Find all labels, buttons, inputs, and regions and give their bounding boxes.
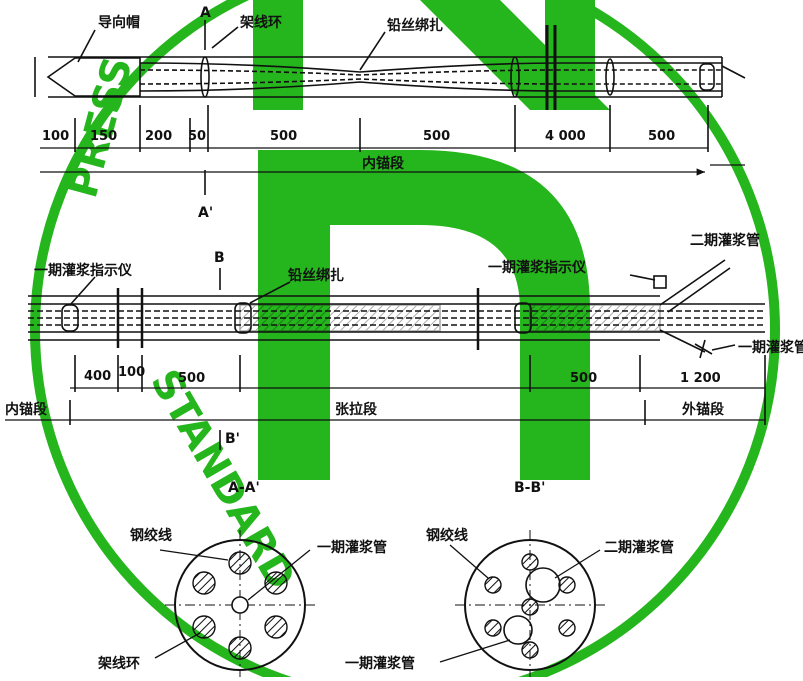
top-view xyxy=(34,20,746,195)
strand-bb-3 xyxy=(558,576,576,594)
strand-aa-1 xyxy=(228,551,252,575)
dim-top-1: 100 xyxy=(42,129,69,144)
label-strand-bb: 钢绞线 xyxy=(426,527,468,544)
dim-mid-1: 400 xyxy=(84,369,111,384)
label-section-b-prime: B' xyxy=(225,431,240,447)
section-bb: B-B' 钢绞线 二期灌浆管 一期灌浆管 xyxy=(345,480,674,680)
grout-pipe-1-cross-b xyxy=(694,343,713,355)
strand-aa-4 xyxy=(228,636,252,660)
grout-pipe-2-line-a xyxy=(659,259,726,306)
grout-pipe-1-bb xyxy=(503,615,533,645)
grout-pipe-1-bb-leader xyxy=(439,639,511,663)
strand-upper-2 xyxy=(139,69,722,76)
strand-bb-6 xyxy=(558,619,576,637)
strand-bb-5 xyxy=(484,619,502,637)
strand-lower-2 xyxy=(139,78,722,85)
label-segment-top: 内锚段 xyxy=(362,155,404,172)
indicator-box-right xyxy=(653,275,667,289)
label-section-a-prime: A' xyxy=(198,205,213,221)
label-section-a: A xyxy=(200,5,211,21)
middle-view xyxy=(5,259,766,450)
strand-bb-2 xyxy=(484,576,502,594)
dim-top-8: 500 xyxy=(648,129,675,144)
label-grout-pipe-2-mid: 二期灌浆管 xyxy=(690,232,760,249)
middle-view-text: 一期灌浆指示仪 B 铅丝绑扎 一期灌浆指示仪 二期灌浆管 一期灌浆管 400 1… xyxy=(5,232,803,447)
watermark-ring xyxy=(30,0,780,681)
grout-pipe-aa xyxy=(231,596,249,614)
label-grout-pipe-1-mid: 一期灌浆管 xyxy=(738,339,803,356)
grout-pipe-1-leader xyxy=(711,344,736,351)
mid-sheath-hatch-1 xyxy=(239,304,441,332)
strand-bb-4 xyxy=(521,598,539,616)
dim-top-7: 4 000 xyxy=(545,129,586,144)
label-indicator-right: 一期灌浆指示仪 xyxy=(488,259,587,276)
watermark-bar-top-right xyxy=(545,0,595,110)
mid-sheath-hatch-2 xyxy=(529,304,661,332)
mid-bind-3 xyxy=(514,302,532,334)
section-bb-title: B-B' xyxy=(514,480,545,496)
spacer-ring-top-1 xyxy=(200,56,210,98)
top-tail xyxy=(721,65,746,79)
end-bind-top xyxy=(699,63,715,91)
dim-top-6: 500 xyxy=(423,129,450,144)
strand-upper-1 xyxy=(139,62,722,73)
label-grout-pipe-aa: 一期灌浆管 xyxy=(317,539,387,556)
label-indicator-left: 一期灌浆指示仪 xyxy=(34,262,133,279)
strand-bb-leader xyxy=(449,544,489,579)
dim-top-3: 200 xyxy=(145,129,172,144)
spacer-ring-leader xyxy=(211,26,239,49)
label-segment-tension: 张拉段 xyxy=(335,401,377,418)
strand-aa-2 xyxy=(264,571,288,595)
label-segment-outer: 外锚段 xyxy=(682,401,724,418)
guide-cap-shape xyxy=(46,57,141,97)
spacer-ring-top-2 xyxy=(510,56,520,98)
dim-mid-2: 100 xyxy=(118,365,145,380)
label-wire-binding-mid: 铅丝绑扎 xyxy=(287,267,344,284)
strand-bb-7 xyxy=(521,641,539,659)
dim-top-4: 50 xyxy=(188,129,206,144)
grout-pipe-1-line xyxy=(659,329,706,353)
label-spacer-ring-aa: 架线环 xyxy=(97,655,140,672)
dim-top-5: 500 xyxy=(270,129,297,144)
section-aa-title: A-A' xyxy=(228,480,260,496)
watermark-text-press: PRESS xyxy=(60,52,142,202)
indicator-left-leader xyxy=(69,276,96,306)
label-guide-cap: 导向帽 xyxy=(98,14,140,31)
dim-mid-5: 1 200 xyxy=(680,371,721,386)
watermark-d-shape xyxy=(258,150,590,480)
strand-bb-1 xyxy=(521,553,539,571)
spacer-ring-aa-leader xyxy=(154,632,201,659)
grout-pipe-2-bb xyxy=(525,567,561,603)
wire-binding-leader xyxy=(359,31,386,71)
grout-pipe-2-bb-leader xyxy=(554,549,601,579)
label-section-b: B xyxy=(214,250,225,266)
label-grout-pipe-2-bb: 二期灌浆管 xyxy=(604,539,674,556)
top-view-text: 导向帽 A 架线环 铅丝绑扎 100 150 200 50 500 500 4 … xyxy=(42,5,675,221)
indicator-right-leader xyxy=(629,274,656,281)
watermark: PRESS STANDARD xyxy=(30,0,780,681)
guide-cap-leader xyxy=(77,29,96,63)
strand-aa-leader xyxy=(159,549,229,561)
wire-binding-mid-leader xyxy=(249,281,291,304)
label-segment-inner: 内锚段 xyxy=(5,401,47,418)
strand-aa-6 xyxy=(192,571,216,595)
mid-bind-2 xyxy=(234,302,252,334)
dim-mid-4: 500 xyxy=(570,371,597,386)
dim-top-2: 150 xyxy=(90,129,117,144)
strand-aa-5 xyxy=(192,615,216,639)
label-strand-aa: 钢绞线 xyxy=(130,527,172,544)
spacer-ring-top-3 xyxy=(605,58,615,96)
dim-mid-3: 500 xyxy=(178,371,205,386)
watermark-bar-top-left xyxy=(253,0,303,110)
grout-pipe-aa-leader xyxy=(247,549,311,601)
strand-aa-3 xyxy=(264,615,288,639)
label-wire-binding-top: 铅丝绑扎 xyxy=(386,17,443,34)
label-spacer-ring-top: 架线环 xyxy=(239,14,282,31)
grout-pipe-2-line-b xyxy=(667,267,731,313)
strand-lower-1 xyxy=(139,81,722,92)
section-aa: A-A' 钢绞线 一期灌浆管 架线环 xyxy=(97,480,387,680)
label-grout-pipe-1-bb: 一期灌浆管 xyxy=(345,655,415,672)
